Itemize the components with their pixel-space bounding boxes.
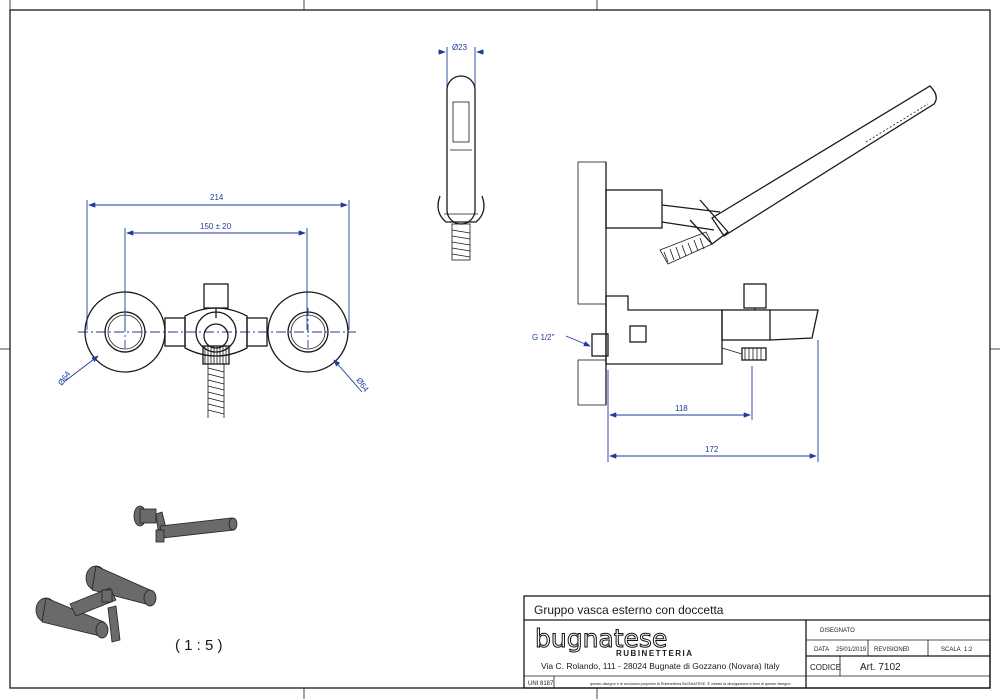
handshower-view: Ø23 xyxy=(437,43,485,261)
codice-value: Art. 7102 xyxy=(860,662,901,673)
dim-width-centers: 150 ± 20 xyxy=(200,222,232,231)
dim-dia-handshower: Ø23 xyxy=(452,43,468,52)
dim-thread: G 1/2" xyxy=(532,333,555,342)
company-address: Via C. Rolando, 111 - 28024 Bugnate di G… xyxy=(541,661,780,671)
uni-label: UNI 8187 xyxy=(528,681,554,687)
dim-depth-total: 172 xyxy=(705,445,719,454)
iso-view-top xyxy=(133,505,238,543)
dim-width-total: 214 xyxy=(210,193,224,202)
scale-note: ( 1 : 5 ) xyxy=(175,637,223,654)
data-value: 25/01/2019 xyxy=(836,647,867,653)
dim-dia-right: Ø64 xyxy=(354,376,370,394)
data-label: DATA xyxy=(814,647,829,653)
scala-value: 1:2 xyxy=(964,647,973,653)
drawing-title: Gruppo vasca esterno con doccetta xyxy=(534,603,724,617)
front-view: 214 150 ± 20 xyxy=(56,193,371,418)
brand-subtitle: RUBINETTERIA xyxy=(616,649,694,658)
scala-label: SCALA xyxy=(941,647,961,653)
dim-depth-body: 118 xyxy=(675,404,688,413)
codice-label: CODICE xyxy=(810,663,841,672)
brand-logo: bugnatese xyxy=(535,624,667,653)
disegnato-label: DISEGNATO xyxy=(820,628,855,634)
dim-dia-left: Ø64 xyxy=(56,369,72,387)
iso-view-bottom xyxy=(35,565,157,643)
side-view: G 1/2" 118 172 xyxy=(532,85,937,462)
revisione-value: 0 xyxy=(906,647,910,653)
legal-note: questo disegno è di esclusiva proprietà … xyxy=(590,681,791,686)
revisione-label: REVISIONE xyxy=(874,647,907,653)
title-block: Gruppo vasca esterno con doccetta bugnat… xyxy=(523,595,991,689)
